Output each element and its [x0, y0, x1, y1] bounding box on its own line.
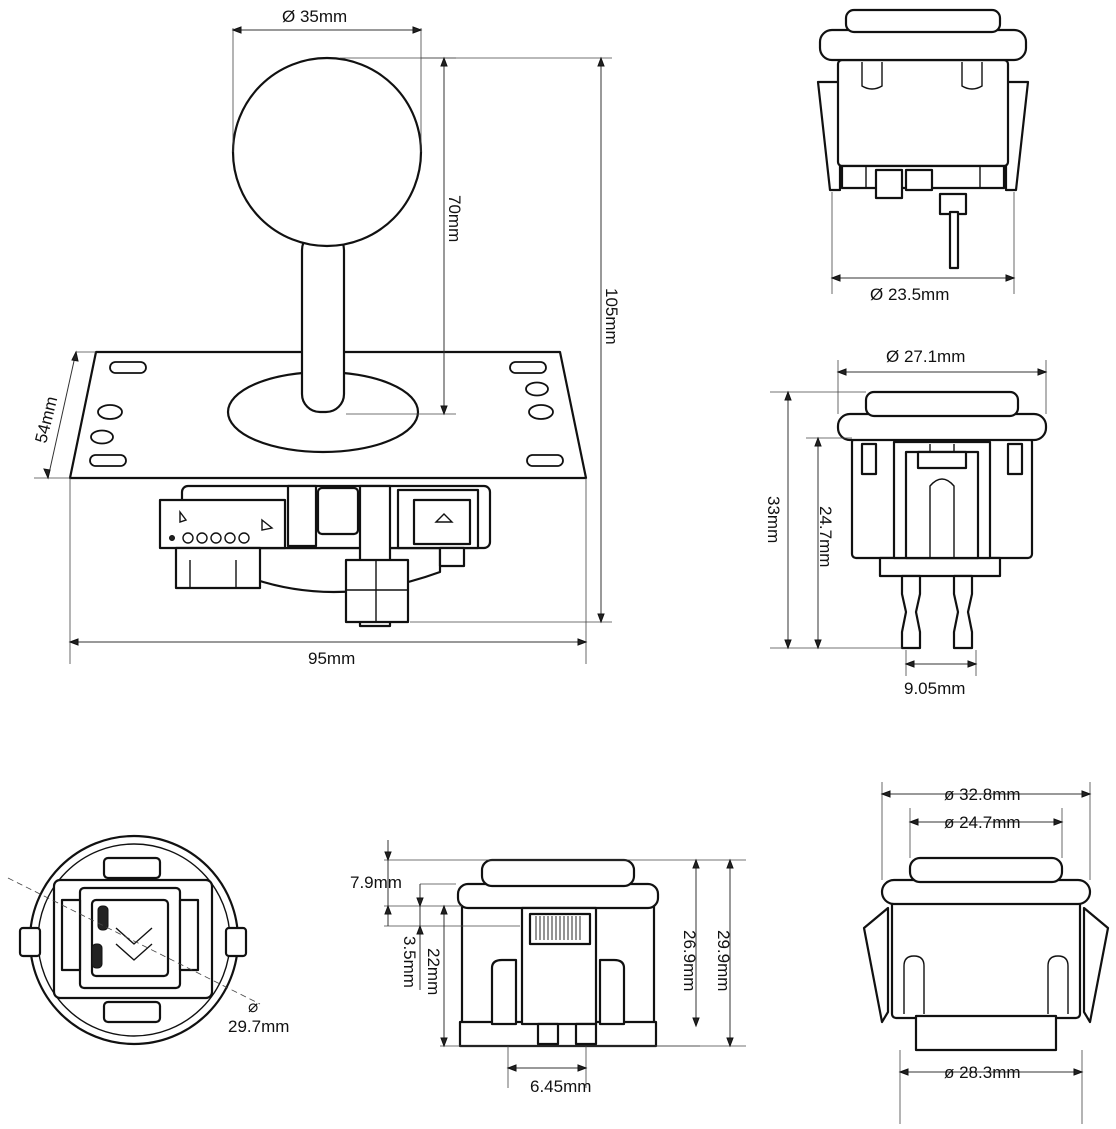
large-button-top-view	[7, 834, 261, 1046]
large-top-dimensions: ⌀ 29.7mm	[228, 997, 289, 1036]
joystick-dimensions: Ø 35mm 70mm 105mm 54mm 95mm	[31, 7, 621, 668]
large-inner-diameter-label: ø 24.7mm	[944, 813, 1021, 832]
medium-button-drawing	[836, 390, 1048, 650]
medium-body-height-label: 24.7mm	[816, 506, 835, 567]
medium-button-dimensions: Ø 27.1mm 33mm 24.7mm 9.05mm	[764, 347, 1048, 698]
large-pin-spacing-label: 6.45mm	[530, 1077, 591, 1096]
small-button-drawing	[816, 8, 1030, 270]
large-side-dimensions: 7.9mm 3.5mm 22mm 26.9mm 29.9mm 6.45mm	[350, 840, 746, 1096]
total-height-label: 105mm	[602, 288, 621, 345]
joystick-drawing	[68, 56, 588, 628]
joystick-shaft	[300, 230, 346, 414]
small-button-dimensions: Ø 23.5mm	[830, 192, 1016, 304]
joystick-mechanism	[158, 484, 492, 628]
large-button-body-view	[862, 856, 1110, 1052]
base-width-label: 95mm	[308, 649, 355, 668]
large-body-diameter-label: ø 28.3mm	[944, 1063, 1021, 1082]
joystick-ball-top	[231, 56, 423, 248]
large-body-height-label: 22mm	[424, 948, 443, 995]
large-cap-height-label: 7.9mm	[350, 873, 402, 892]
large-body-dimensions: ø 32.8mm ø 24.7mm ø 28.3mm	[880, 782, 1092, 1124]
large-cap-diameter-label: ø 32.8mm	[944, 785, 1021, 804]
shaft-height-label: 70mm	[445, 195, 464, 242]
small-outer-diameter-label: Ø 23.5mm	[870, 285, 949, 304]
large-total-height-label: 29.9mm	[714, 930, 733, 991]
medium-cap-diameter-label: Ø 27.1mm	[886, 347, 965, 366]
svg-text:⌀: ⌀	[248, 997, 258, 1016]
medium-pin-spacing-label: 9.05mm	[904, 679, 965, 698]
large-height-mid-label: 26.9mm	[680, 930, 699, 991]
large-button-side-view	[456, 858, 660, 1048]
ball-diameter-label: Ø 35mm	[282, 7, 347, 26]
medium-total-height-label: 33mm	[764, 496, 783, 543]
large-top-diameter-label: 29.7mm	[228, 1017, 289, 1036]
large-step-label: 3.5mm	[400, 936, 419, 988]
